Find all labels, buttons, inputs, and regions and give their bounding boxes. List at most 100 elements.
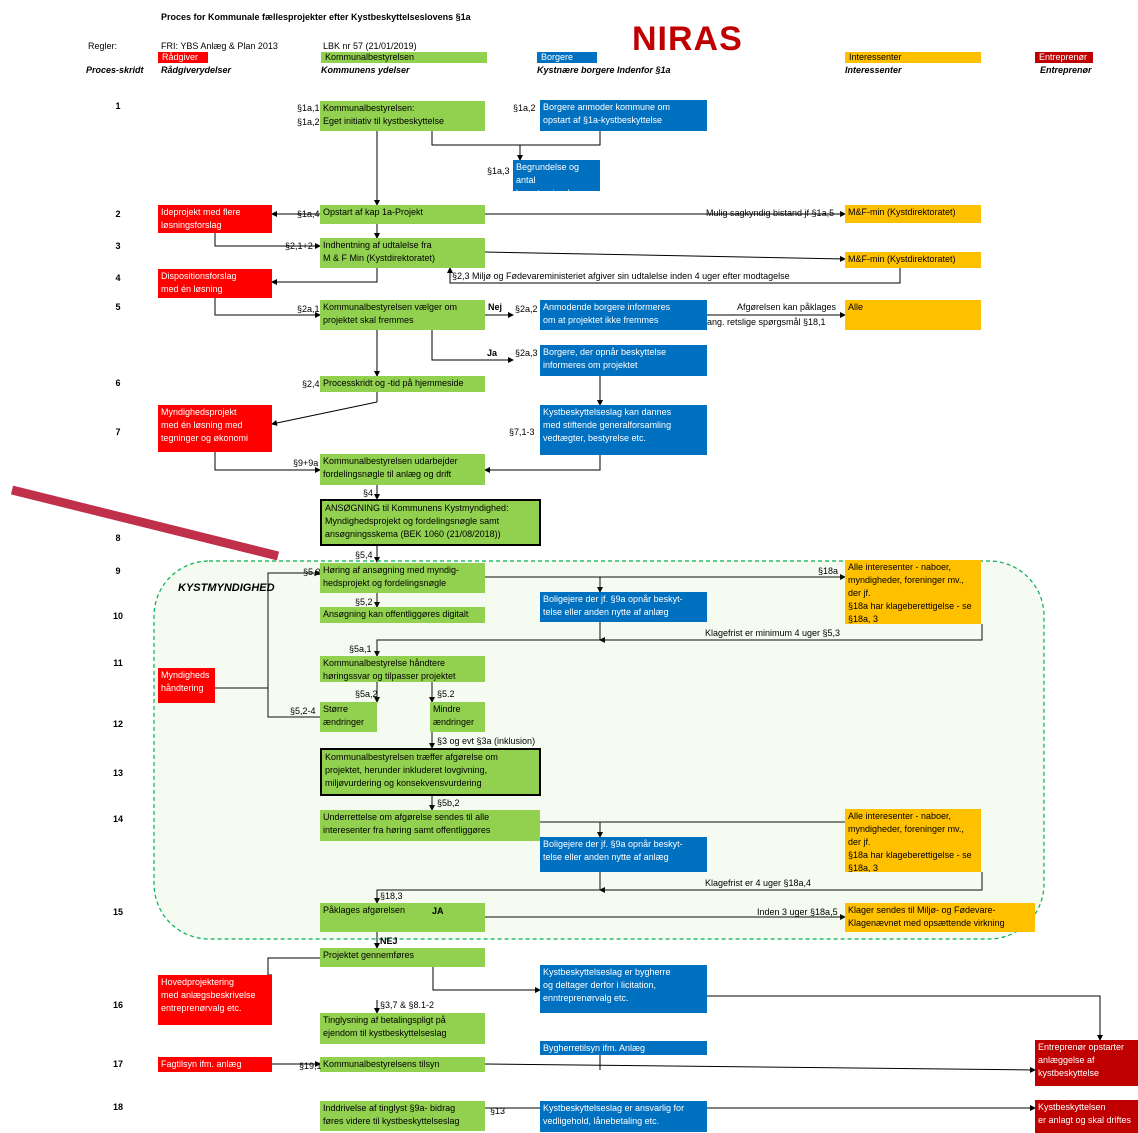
ref-label: §5a,2 xyxy=(355,689,378,699)
ref-label: §1a,4 xyxy=(297,209,320,219)
box-afgoerelse: Kommunalbestyrelsen træffer afgørelse om… xyxy=(320,748,541,796)
ref-label: §5,2-4 xyxy=(290,706,316,716)
box-ansoegning: ANSØGNING til Kommunens Kystmyndighed: M… xyxy=(320,499,541,546)
borgere-tag: Borgere xyxy=(537,52,597,63)
interessenter-tag: Interessenter xyxy=(845,52,981,63)
radgiver-tag: Rådgiver xyxy=(158,52,208,63)
box-ideprojekt: Ideprojekt med flere løsningsforslag xyxy=(158,205,272,233)
ref-label: Klagefrist er minimum 4 uger §5,3 xyxy=(705,628,841,638)
step-number: 18 xyxy=(112,1102,123,1112)
box-offentliggoeres: Ansøgning kan offentliggøres digitalt xyxy=(320,607,485,623)
box-borgere-anmoder: Borgere anmoder kommune om opstart af §1… xyxy=(540,100,707,131)
kystmyndighed-label: KYSTMYNDIGHED xyxy=(178,582,275,594)
ref-label: §18a xyxy=(818,566,839,576)
step-number: 10 xyxy=(112,611,123,621)
entreprenor-header: Entreprenør xyxy=(1040,65,1092,75)
ref-label: §1a,2 xyxy=(297,117,320,127)
ref-label: §4 xyxy=(363,488,374,498)
ref-label: §2a,3 xyxy=(515,348,538,358)
box-mindre-aendringer: Mindre ændringer xyxy=(430,702,485,732)
ref-label: Klagefrist er 4 uger §18a,4 xyxy=(705,878,812,888)
niras-logo: NIRAS xyxy=(632,20,743,58)
ref-label: §2,3 Miljø og Fødevareministeriet afgive… xyxy=(452,271,790,281)
box-kystbeskyttelsen-driftes: Kystbeskyttelsen er anlagt og skal drift… xyxy=(1035,1100,1138,1133)
ref-label: NEJ xyxy=(380,936,398,946)
box-kystbeskyttelseslag: Kystbeskyttelseslag kan dannes med stift… xyxy=(540,405,707,455)
ref-label: Inden 3 uger §18a,5 xyxy=(757,907,838,917)
ref-label: §3,7 & §8.1-2 xyxy=(380,1000,435,1010)
ref-label: Afgørelsen kan påklages xyxy=(737,302,837,312)
box-tinglysning: Tinglysning af betalingspligt på ejendom… xyxy=(320,1013,485,1044)
kommune-tag: Kommunalbestyrelsen xyxy=(321,52,487,63)
box-entreprenoer-opstarter: Entreprenør opstarter anlæggelse af kyst… xyxy=(1035,1040,1138,1086)
step-number: 16 xyxy=(112,1000,123,1010)
box-mf-min-2: M&F-min (Kystdirektoratet) xyxy=(845,252,981,268)
kommune-header: Kommunens ydelser xyxy=(321,65,410,75)
ref-label: §13 xyxy=(490,1106,506,1116)
box-borgere-beskyttelse: Borgere, der opnår beskyttelse informere… xyxy=(540,345,707,376)
box-processkridt: Processkridt og -tid på hjemmeside xyxy=(320,376,485,392)
box-alle-interesenter-1: Alle interesenter - naboer, myndigheder,… xyxy=(845,560,981,624)
ref-label: §2a,2 xyxy=(515,304,538,314)
step-number: 15 xyxy=(112,907,123,917)
box-dispositionsforslag: Dispositionsforslag med én løsning xyxy=(158,269,272,298)
box-kommune-initiativ: Kommunalbestyrelsen: Eget initiativ til … xyxy=(320,101,485,131)
box-alle-interesenter-2: Alle interesenter - naboer, myndigheder,… xyxy=(845,809,981,872)
box-projektet-gennemfoeres: Projektet gennemføres xyxy=(320,948,485,967)
interessenter-header: Interessenter xyxy=(845,65,902,75)
ref-label: ang. retslige spørgsmål §18,1 xyxy=(707,317,826,327)
box-boligejere-1: Boligejere der jf. §9a opnår beskyt- tel… xyxy=(540,592,707,622)
box-hovedprojektering: Hovedprojektering med anlægsbeskrivelse … xyxy=(158,975,272,1025)
proces-skridt-header: Proces-skridt xyxy=(86,65,144,75)
step-number: 8 xyxy=(115,533,121,543)
box-klager-sendes: Klager sendes til Miljø- og Fødevare- Kl… xyxy=(845,903,1035,932)
box-opstart: Opstart af kap 1a-Projekt xyxy=(320,205,485,224)
ref-label: JA xyxy=(432,906,444,916)
ref-label: §2,4 xyxy=(302,379,320,389)
box-kommune-vaelger: Kommunalbestyrelsen vælger om projektet … xyxy=(320,300,485,330)
ref-label: §5.2 xyxy=(437,689,455,699)
ref-label: §5b,2 xyxy=(437,798,460,808)
radgiver-header: Rådgiverydelser xyxy=(161,65,232,75)
box-myndighedsprojekt: Myndighedsprojekt med én løsning med teg… xyxy=(158,405,272,452)
step-number: 11 xyxy=(113,658,123,668)
step-number: 9 xyxy=(115,566,121,576)
box-inddrivelse: Inddrivelse af tinglyst §9a- bidrag føre… xyxy=(320,1101,485,1131)
box-stoerre-aendringer: Større ændringer xyxy=(320,702,377,732)
step-number: 6 xyxy=(115,378,121,388)
rules-label: Regler: xyxy=(88,41,118,51)
ref-label: §9+9a xyxy=(293,458,319,468)
step-number: 2 xyxy=(115,209,121,219)
ref-label: §5,2 xyxy=(303,567,321,577)
box-fagtilsyn: Fagtilsyn ifm. anlæg xyxy=(158,1057,272,1072)
entreprenor-tag: Entreprenør xyxy=(1035,52,1093,63)
step-number: 1 xyxy=(115,101,121,111)
ref-label: §5,4 xyxy=(355,550,373,560)
ref-label: §1a,1 xyxy=(297,103,320,113)
ref-label: §7,1-3 xyxy=(509,427,535,437)
box-bygherre-licitation: Kystbeskyttelseslag er bygherre og delta… xyxy=(540,965,707,1013)
step-number: 5 xyxy=(115,302,121,312)
box-hoering: Høring af ansøgning med myndig- hedsproj… xyxy=(320,563,485,593)
ref-label: §5,2 xyxy=(355,597,373,607)
box-indhentning: Indhentning af udtalelse fra M & F Min (… xyxy=(320,238,485,268)
ref-label: §2a,1 xyxy=(297,304,320,314)
ref-label: §1a,3 xyxy=(487,166,510,176)
box-kommune-tilsyn: Kommunalbestyrelsens tilsyn xyxy=(320,1057,485,1072)
borgere-header: Kystnære borgere Indenfor §1a xyxy=(537,65,671,75)
ref-label: §5a,1 xyxy=(349,644,372,654)
rule-ybs: FRI: YBS Anlæg & Plan 2013 xyxy=(161,41,278,51)
step-number: 7 xyxy=(115,427,121,437)
ref-label: Mulig sagkyndig bistand jf §1a,5 xyxy=(706,208,835,218)
ref-label: §19,1 xyxy=(299,1061,322,1071)
box-haandtere-hoeringssvar: Kommunalbestyrelse håndtere høringssvar … xyxy=(320,656,485,682)
box-myndighedshaandtering: Myndigheds håndtering xyxy=(158,668,215,703)
box-boligejere-2: Boligejere der jf. §9a opnår beskyt- tel… xyxy=(540,837,707,872)
box-bygherretilsyn: Bygherretilsyn ifm. Anlæg xyxy=(540,1041,707,1055)
ref-label: Ja xyxy=(487,348,498,358)
box-begrundelse: Begrundelse og antal berørte ejendomme xyxy=(513,160,600,191)
page-title: Proces for Kommunale fællesprojekter eft… xyxy=(161,12,471,22)
box-anmodende-borgere: Anmodende borgere informeres om at proje… xyxy=(540,300,707,330)
step-number: 3 xyxy=(115,241,121,251)
